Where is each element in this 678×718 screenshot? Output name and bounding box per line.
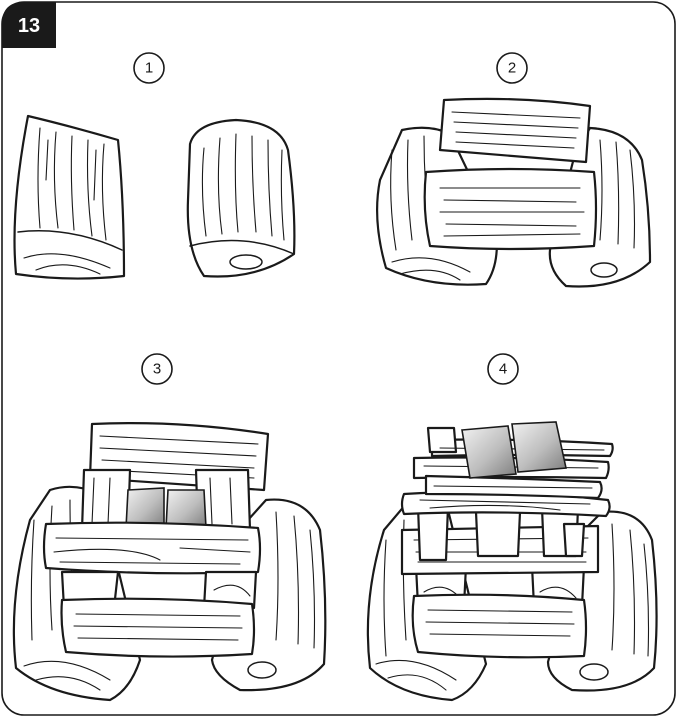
step-1-marker: 1 xyxy=(134,53,164,83)
step-4-marker: 4 xyxy=(488,354,518,384)
step-1-label: 1 xyxy=(145,60,153,77)
page-number-label: 13 xyxy=(18,15,40,37)
step-3-marker: 3 xyxy=(142,354,172,384)
step-2-label: 2 xyxy=(508,60,516,77)
step-4-label: 4 xyxy=(499,361,507,378)
page-badge: 13 xyxy=(2,2,56,48)
step-2-marker: 2 xyxy=(497,53,527,83)
step-3-label: 3 xyxy=(153,361,161,378)
